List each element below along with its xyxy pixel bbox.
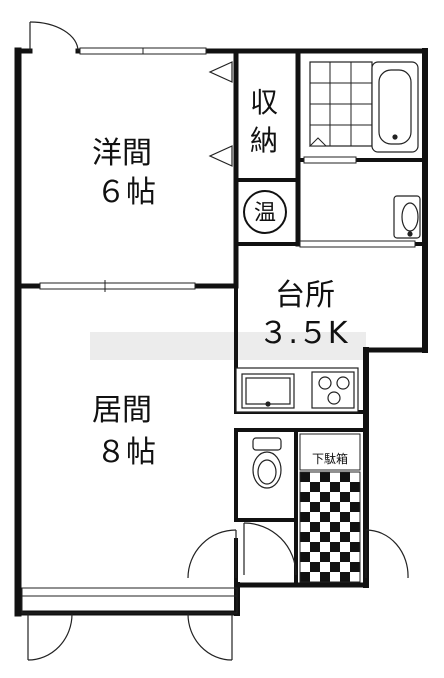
tile: [320, 572, 330, 582]
western-room-name: 洋間: [92, 136, 152, 171]
tile: [340, 512, 350, 522]
door-swing-icon: [29, 21, 79, 52]
tile: [330, 562, 340, 572]
bathroom: [308, 61, 419, 153]
tile: [330, 542, 340, 552]
tile: [340, 492, 350, 502]
tile: [300, 532, 310, 542]
tile: [320, 552, 330, 562]
watermark-band: [90, 332, 366, 360]
kitchen-sink-icon: [241, 373, 295, 409]
tile: [310, 482, 320, 492]
shoe-cabinet-label: 下駄箱: [312, 451, 348, 466]
washbasin-icon: [393, 195, 421, 239]
kitchen-name: 台所: [275, 278, 335, 313]
tile: [350, 542, 360, 552]
toilet-icon: [252, 437, 282, 489]
storage-label-1: 収: [250, 86, 278, 119]
tile: [310, 502, 320, 512]
tile: [300, 572, 310, 582]
window-icon: [79, 47, 207, 55]
tile: [300, 552, 310, 562]
tile: [350, 522, 360, 532]
tile: [320, 512, 330, 522]
tile: [340, 572, 350, 582]
tile: [320, 532, 330, 542]
tile: [320, 472, 330, 482]
entrance-tiles: [300, 472, 360, 582]
tile: [300, 472, 310, 482]
tile: [340, 532, 350, 542]
door-swing-icon: [27, 613, 233, 661]
tile: [330, 482, 340, 492]
water-heater-label: 温: [254, 201, 276, 226]
tile: [350, 482, 360, 492]
closet-door-icon: [208, 61, 233, 167]
tile: [320, 492, 330, 502]
living-room-name: 居間: [92, 393, 152, 428]
door-swing-icon: [187, 529, 237, 579]
tile: [340, 472, 350, 482]
sliding-door-icon: [39, 156, 416, 292]
tile: [330, 502, 340, 512]
tile: [350, 502, 360, 512]
shoe-cabinet: [299, 433, 361, 471]
tile: [300, 512, 310, 522]
tile: [330, 522, 340, 532]
tile: [350, 562, 360, 572]
water-heater-icon: 温: [243, 190, 287, 234]
storage-label-2: 納: [250, 124, 278, 157]
tile: [300, 492, 310, 502]
window-icon: [21, 587, 238, 614]
stove-icon: [311, 371, 355, 409]
living-room-size: ８帖: [96, 435, 156, 470]
door-swing-icon: [365, 529, 409, 579]
tile: [310, 562, 320, 572]
western-room-size: ６帖: [96, 175, 156, 210]
kitchen-counter: [235, 367, 359, 413]
tile: [310, 522, 320, 532]
bathtub-icon: [371, 61, 419, 153]
tile: [310, 542, 320, 552]
door-swing-icon: [243, 522, 297, 576]
tile: [340, 552, 350, 562]
kitchen-size: ３.５K: [258, 316, 349, 351]
